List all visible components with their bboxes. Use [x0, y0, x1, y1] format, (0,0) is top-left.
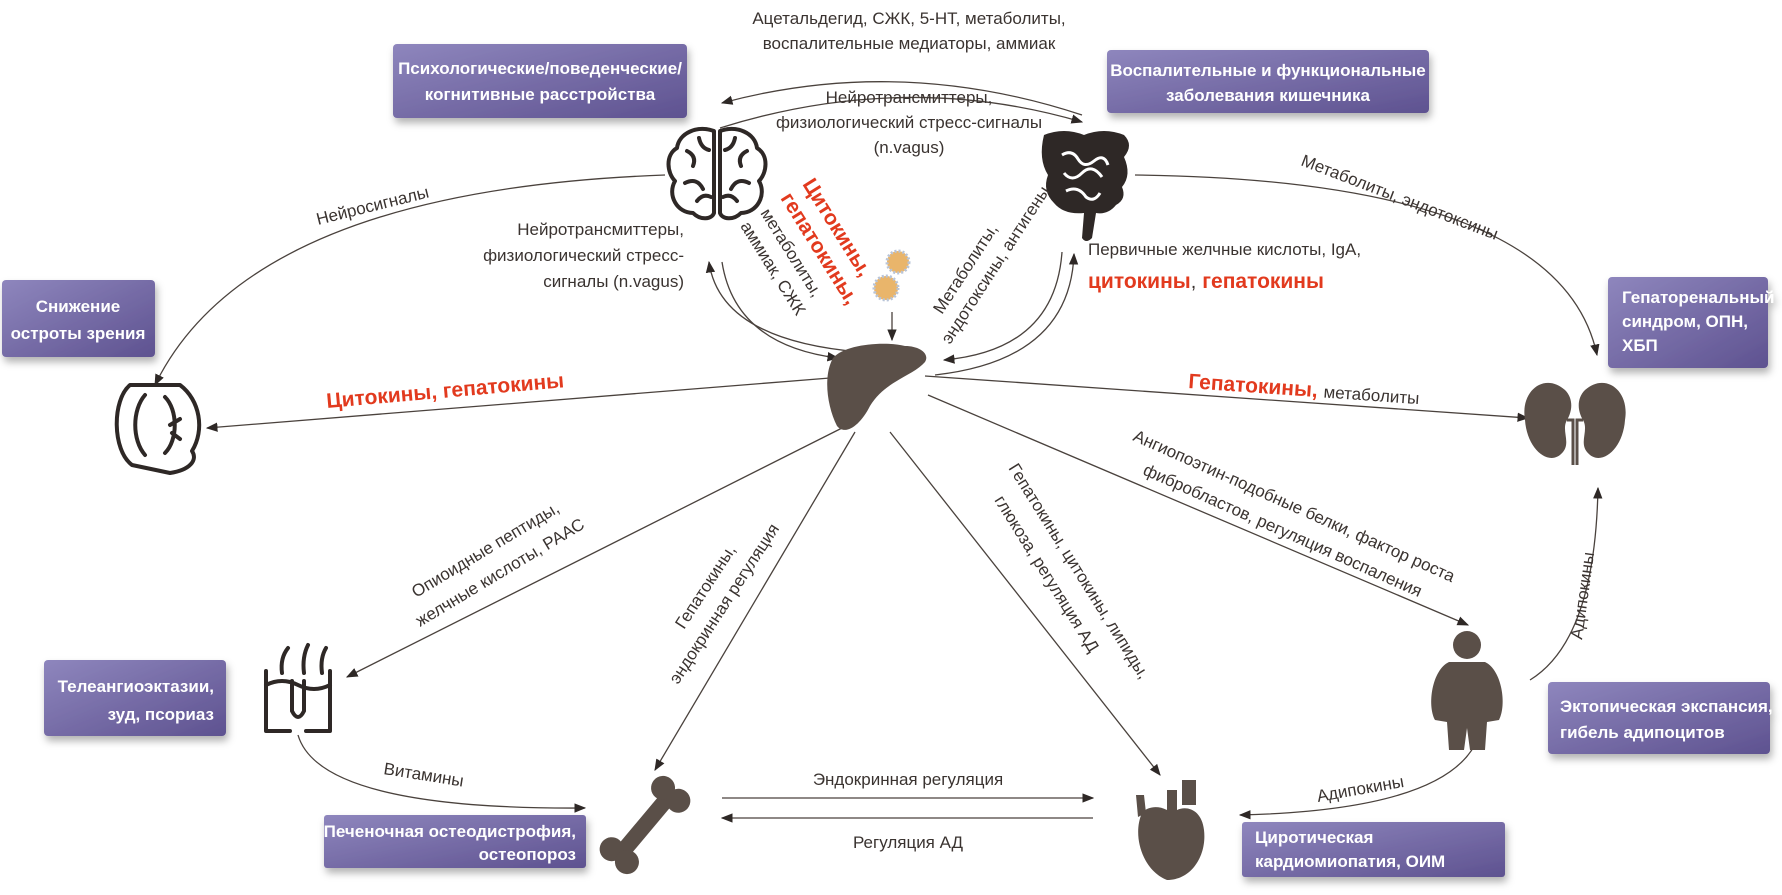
arrows [154, 81, 1603, 823]
intestine-icon [1041, 131, 1129, 241]
label-gut-kidney: Метаболиты, эндотоксины [1299, 151, 1501, 244]
label-brain-gut-2: физиологический стресс-сигналы [776, 113, 1042, 132]
arrow-liver-to-gut [934, 252, 1079, 376]
box-hepatorenal-line3: ХБП [1622, 336, 1658, 355]
box-gut: Воспалительные и функциональные заболева… [1107, 50, 1429, 113]
label-liver-gut-comma: , [1191, 271, 1197, 293]
labels: Ацетальдегид, СЖК, 5-НТ, метаболиты, вос… [314, 9, 1598, 852]
box-ectopic-line2: гибель адипоцитов [1560, 723, 1725, 742]
box-ectopic: Эктопическая экспансия, гибель адипоцито… [1548, 682, 1773, 754]
arrow-brain-to-liver [721, 261, 840, 362]
eye-icon [114, 383, 202, 475]
box-cardio-line2: кардиомиопатия, ОИМ [1255, 852, 1445, 871]
label-liver-gut-red-2: гепатокины [1202, 270, 1324, 293]
label-gut-brain-top-2: воспалительные медиаторы, аммиак [763, 34, 1056, 53]
label-skin-bone: Витамины [382, 759, 465, 790]
arrow-brain-to-eye [154, 174, 666, 387]
arrow-liver-to-kidney [924, 375, 1530, 422]
arrow-liver-to-eye [205, 377, 831, 432]
label-liver-gut-red: цитокины,гепатокины [1088, 270, 1324, 293]
label-liver-kidney-red: Гепатокины, [1188, 370, 1319, 402]
box-ectopic-line1: Эктопическая экспансия, [1560, 697, 1773, 716]
label-liver-gut: Первичные желчные кислоты, IgA, [1088, 240, 1361, 259]
box-cardio-line1: Циротическая [1255, 828, 1373, 847]
box-vision-line1: Снижение [36, 297, 120, 316]
arrow-gut-to-kidney [1134, 174, 1600, 357]
bone-icon [599, 775, 691, 875]
label-neurosignals: Нейросигналы [314, 183, 430, 229]
arrow-person-to-kidney [1529, 486, 1603, 681]
box-bone: Печеночная остеодистрофия, остеопороз [324, 815, 586, 868]
box-hepatorenal-line1: Гепаторенальный [1622, 288, 1775, 307]
label-liver-person-2: фибробластов, регуляция воспаления [1140, 460, 1424, 601]
box-psych-line1: Психологические/поведенческие/ [398, 59, 682, 78]
arrow-liver-to-bone [654, 431, 856, 772]
box-psych-line2: когнитивные расстройства [425, 85, 656, 104]
label-liver-kidney: Гепатокины,метаболиты [1188, 370, 1421, 409]
skin-hair-icon [264, 643, 332, 733]
label-liver-heart-1: Гепатокины, цитокины, липиды, [1005, 460, 1154, 682]
kidneys-icon [1524, 382, 1626, 465]
box-skin-line1: Телеангиоэктазии, [58, 677, 214, 696]
label-gut-liver-2: эндотоксины, антигены [937, 183, 1053, 348]
box-hepatorenal: Гепаторенальный синдром, ОПН, ХБП [1608, 277, 1775, 368]
label-liver-eye-red: Цитокины, гепатокины [325, 369, 565, 413]
box-vision-line2: остроты зрения [11, 324, 146, 343]
label-brain-liver-2: физиологический стресс- [483, 246, 684, 265]
box-skin-line2: зуд, псориаз [108, 705, 214, 724]
arrow-brain-to-gut [719, 96, 1084, 129]
label-person-heart: Адипокины [1315, 772, 1405, 806]
heart-icon [1136, 780, 1205, 880]
arrow-liver-to-skin [345, 424, 849, 678]
label-brain-liver-3: сигналы (n.vagus) [543, 272, 684, 291]
box-bone-line2: остеопороз [479, 845, 576, 864]
box-psych: Психологические/поведенческие/ когнитивн… [393, 44, 687, 118]
box-gut-line2: заболевания кишечника [1166, 86, 1370, 105]
arrow-liver-to-person [927, 394, 1470, 626]
label-brain-gut-3: (n.vagus) [874, 138, 945, 157]
label-brain-gut-1: Нейротрансмиттеры, [826, 88, 993, 107]
box-cardio: Циротическая кардиомиопатия, ОИМ [1242, 822, 1505, 877]
label-gut-brain-top-1: Ацетальдегид, СЖК, 5-НТ, метаболиты, [752, 9, 1065, 28]
label-liver-person-1: Ангиопоэтин-подобные белки, фактор роста [1130, 426, 1458, 586]
box-gut-line1: Воспалительные и функциональные [1110, 61, 1425, 80]
label-heart-bone: Регуляция АД [853, 833, 964, 852]
obese-person-icon [1431, 631, 1503, 750]
box-hepatorenal-line2: синдром, ОПН, [1622, 312, 1748, 331]
label-liver-gut-red-1: цитокины [1088, 270, 1191, 293]
arrow-gut-to-liver [942, 251, 1063, 364]
liver-icon [827, 343, 927, 430]
label-bone-heart: Эндокринная регуляция [813, 770, 1003, 789]
arrow-skin-to-bone [297, 734, 587, 813]
arrow-gut-to-brain [720, 81, 1083, 116]
arrow-person-to-heart [1238, 737, 1479, 820]
label-person-kidney: Адипокины [1567, 551, 1598, 641]
brain-icon [666, 127, 768, 221]
box-vision: Снижение остроты зрения [2, 280, 155, 357]
arrow-liver-to-heart [889, 431, 1161, 776]
microbes-icon [872, 249, 911, 302]
box-bone-line1: Печеночная остеодистрофия, [324, 822, 576, 841]
label-brain-liver-1: Нейротрансмиттеры, [517, 220, 684, 239]
box-skin: Телеангиоэктазии, зуд, псориаз [44, 660, 226, 736]
